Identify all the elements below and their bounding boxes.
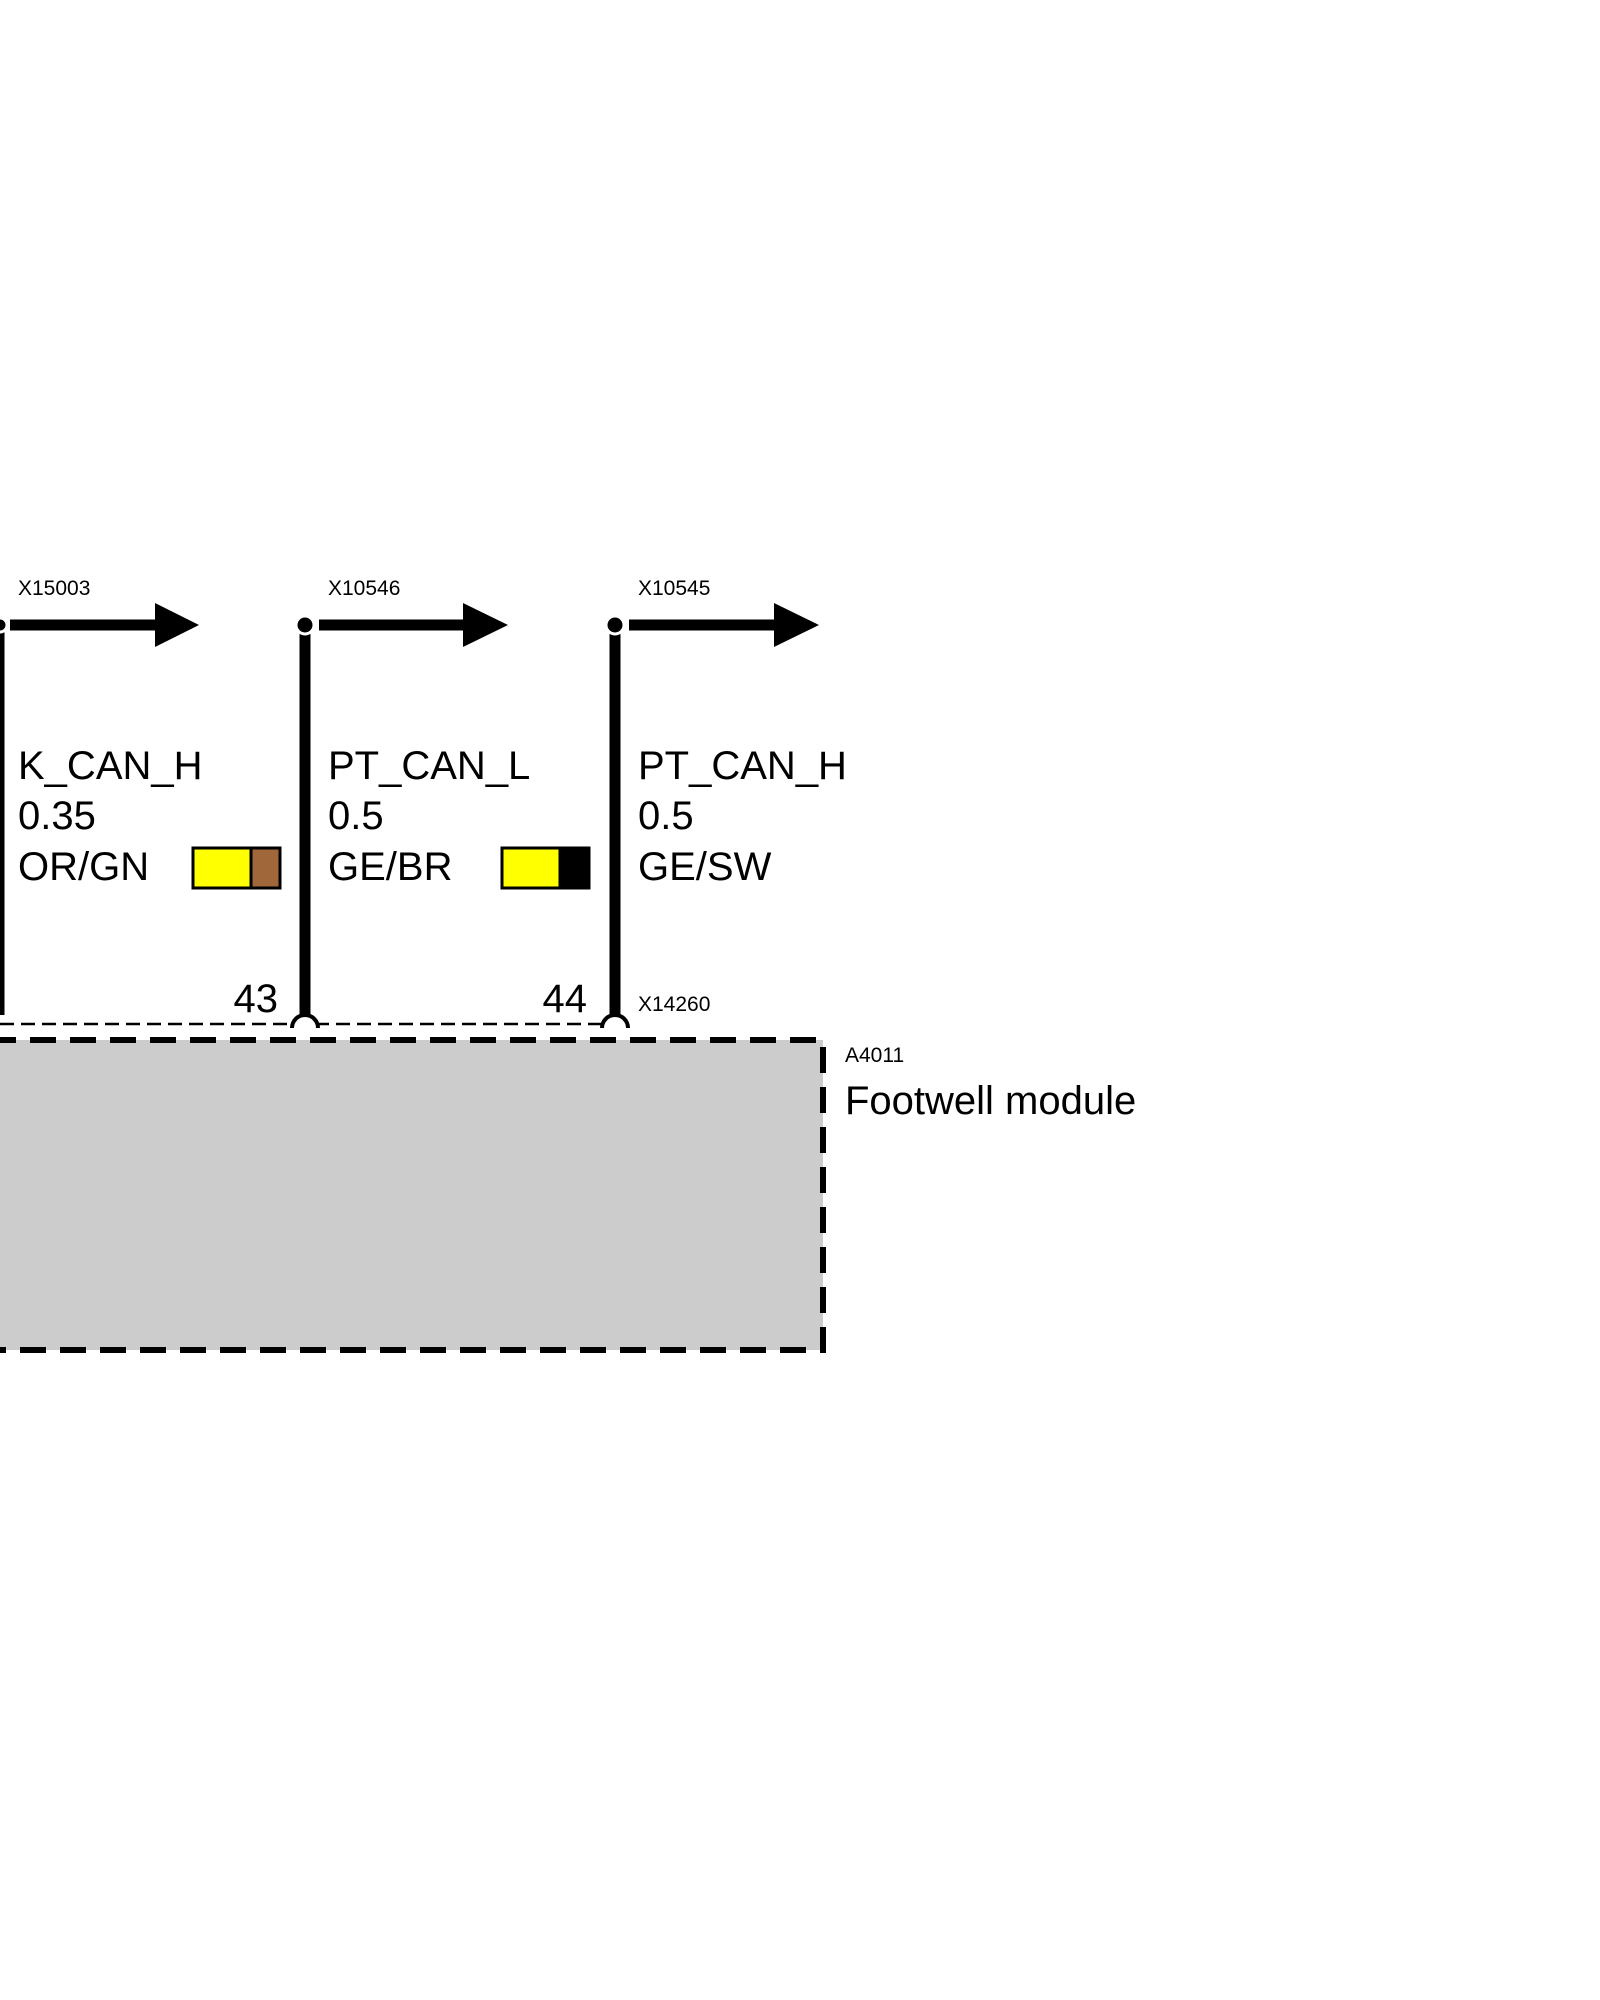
signal-name: PT_CAN_L — [328, 744, 530, 788]
wire-gauge: 0.35 — [18, 794, 96, 838]
pin-43-contact — [290, 1013, 320, 1029]
wire-color-swatch — [500, 846, 591, 890]
pin-44-contact — [600, 1013, 630, 1029]
module-id: A4011 — [845, 1044, 904, 1067]
swatch-secondary — [249, 846, 282, 890]
wire-gauge: 0.5 — [328, 794, 384, 838]
wire-k-can-h-arrow-head — [155, 603, 199, 647]
connector-label: X15003 — [18, 577, 90, 600]
swatch-primary — [191, 846, 253, 890]
pin-number: 43 — [234, 977, 279, 1021]
signal-name: K_CAN_H — [18, 744, 203, 788]
wire-k-can-h: X15003 K_CAN_H 0.35 OR/GN — [0, 577, 282, 1015]
wire-pt-can-l-arrow-head — [463, 603, 508, 647]
signal-name: PT_CAN_H — [638, 744, 847, 788]
connector-label: X10545 — [638, 577, 710, 600]
pin-number: 44 — [543, 977, 588, 1021]
connector-label: X10546 — [328, 577, 400, 600]
module-connector-label: X14260 — [638, 993, 710, 1016]
swatch-secondary — [558, 846, 591, 890]
wire-color-code: GE/BR — [328, 845, 452, 889]
wire-pt-can-l-junction-dot — [294, 614, 316, 636]
wire-pt-can-h-arrow-head — [774, 603, 819, 647]
wire-pt-can-l: X10546 PT_CAN_L 0.5 GE/BR 43 — [234, 577, 591, 1029]
wire-color-code: OR/GN — [18, 845, 149, 889]
module-name: Footwell module — [845, 1079, 1136, 1123]
swatch-primary — [500, 846, 562, 890]
wire-color-code: GE/SW — [638, 845, 772, 889]
wire-gauge: 0.5 — [638, 794, 694, 838]
wire-k-can-h-junction-dot — [0, 616, 9, 634]
wire-pt-can-h: X10545 PT_CAN_H 0.5 GE/SW 44 — [543, 577, 847, 1029]
wire-pt-can-h-junction-dot — [604, 614, 626, 636]
wire-color-swatch — [191, 846, 282, 890]
footwell-module-box — [0, 1037, 826, 1353]
